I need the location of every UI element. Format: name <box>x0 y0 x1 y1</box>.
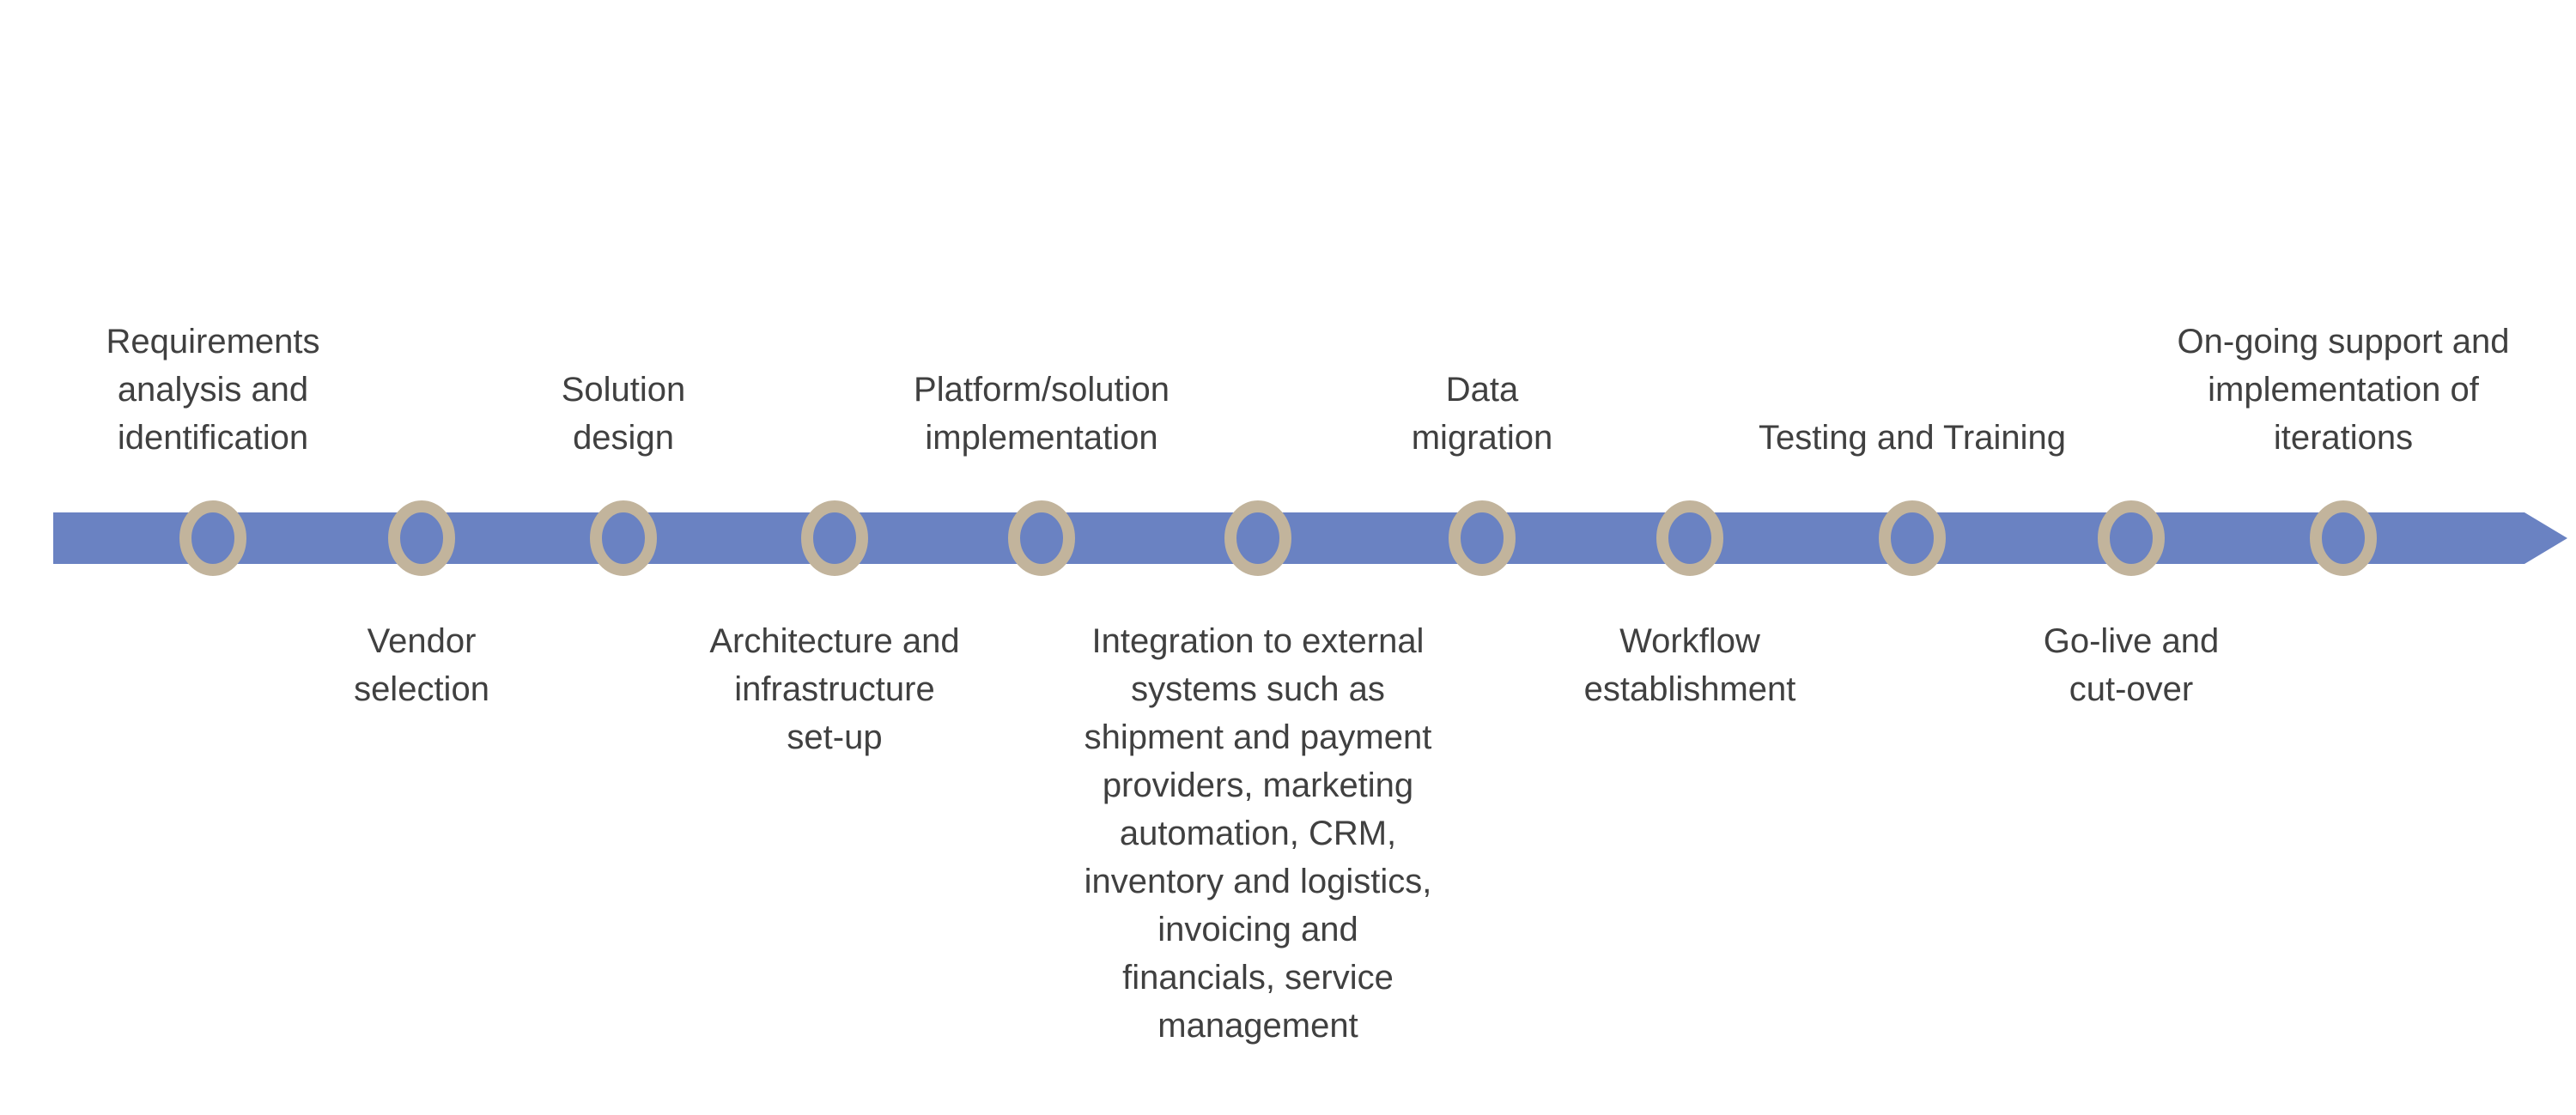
milestone-marker <box>801 500 868 576</box>
milestone-label: Platform/solution implementation <box>914 371 1170 457</box>
milestone-marker <box>1008 500 1075 576</box>
milestone-marker <box>179 500 246 576</box>
milestone-marker <box>2310 500 2377 576</box>
milestone-marker <box>1224 500 1291 576</box>
milestone-label: Vendor selection <box>354 622 489 708</box>
milestone-label: Architecture and infrastructure set-up <box>709 622 960 756</box>
milestone-label: Go-live and cut-over <box>2043 622 2220 708</box>
milestone-label: On-going support and implementation of i… <box>2177 323 2510 457</box>
milestone-label: Workflow establishment <box>1583 622 1796 708</box>
milestone-label: Data migration <box>1411 371 1553 457</box>
milestone-marker <box>590 500 657 576</box>
milestone-label: Requirements analysis and identification <box>106 323 320 457</box>
milestone-marker <box>1879 500 1946 576</box>
milestone-marker <box>1656 500 1723 576</box>
milestone-marker <box>2098 500 2165 576</box>
milestone-label: Testing and Training <box>1758 419 2066 457</box>
milestone-marker <box>1449 500 1516 576</box>
milestone-label: Solution design <box>561 371 686 457</box>
milestone-markers <box>179 500 2377 576</box>
milestone-marker <box>388 500 455 576</box>
milestone-label: Integration to external systems such as … <box>1084 622 1432 1045</box>
